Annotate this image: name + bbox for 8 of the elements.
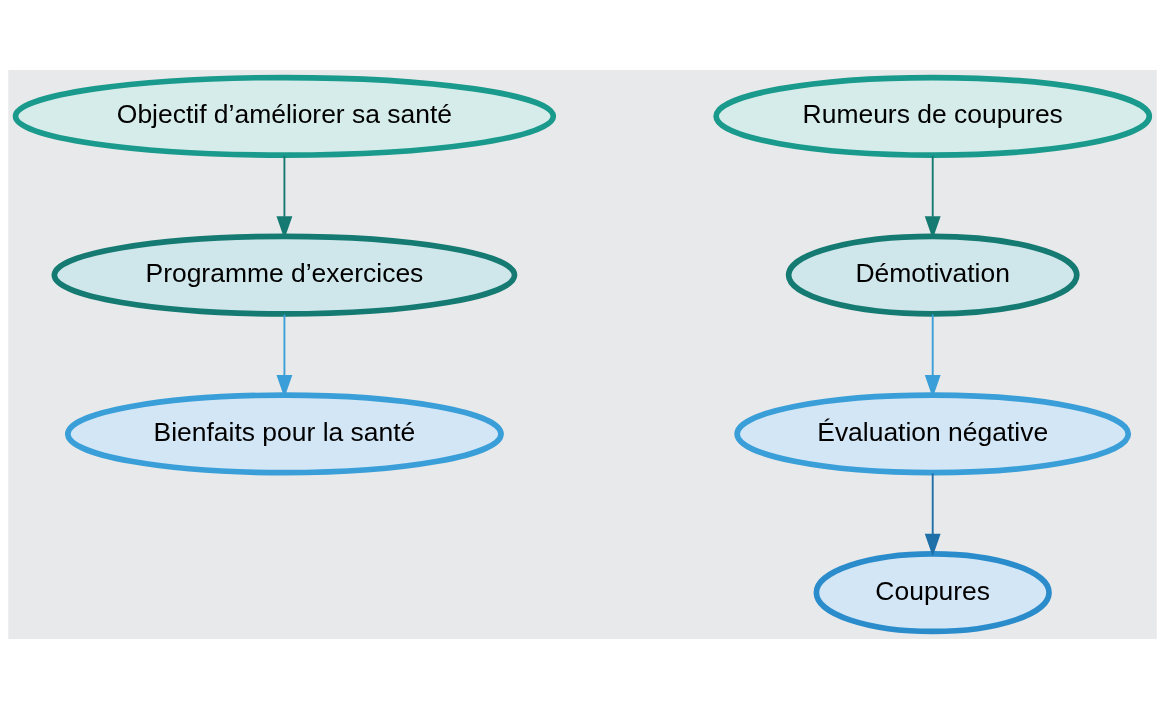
node-ellipse: Rumeurs de coupures	[713, 74, 1153, 158]
arrow	[924, 472, 941, 557]
node-ellipse: Coupures	[813, 551, 1052, 635]
node-ellipse: Évaluation négative	[734, 392, 1132, 476]
node-ellipse: Objectif d’améliorer sa santé	[12, 74, 557, 158]
node-ellipse: Programme d’exercices	[51, 233, 518, 317]
node-ellipse: Démotivation	[785, 233, 1080, 317]
node-ellipse: Bienfaits pour la santé	[65, 392, 504, 476]
